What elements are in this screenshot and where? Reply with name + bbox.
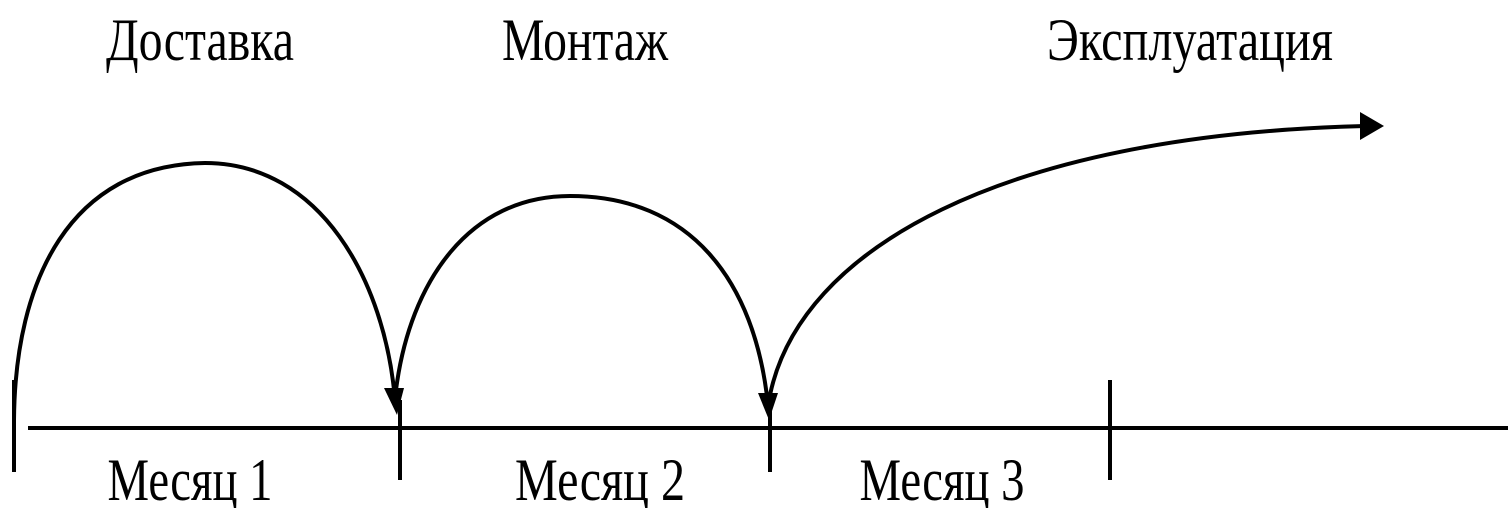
operation-arrowhead	[1360, 112, 1384, 140]
month-label-1: Месяц 1	[108, 447, 273, 508]
month-label-2: Месяц 2	[515, 447, 685, 508]
operation-arc	[768, 124, 1366, 396]
installation-arc	[394, 193, 770, 406]
delivery-arrowhead	[384, 388, 404, 415]
delivery-arc	[12, 160, 397, 421]
stage-label-installation: Монтаж	[502, 7, 668, 73]
stage-label-delivery: Доставка	[106, 7, 294, 73]
month-label-3: Месяц 3	[860, 447, 1025, 508]
stage-label-operation: Эксплуатация	[1047, 7, 1333, 73]
